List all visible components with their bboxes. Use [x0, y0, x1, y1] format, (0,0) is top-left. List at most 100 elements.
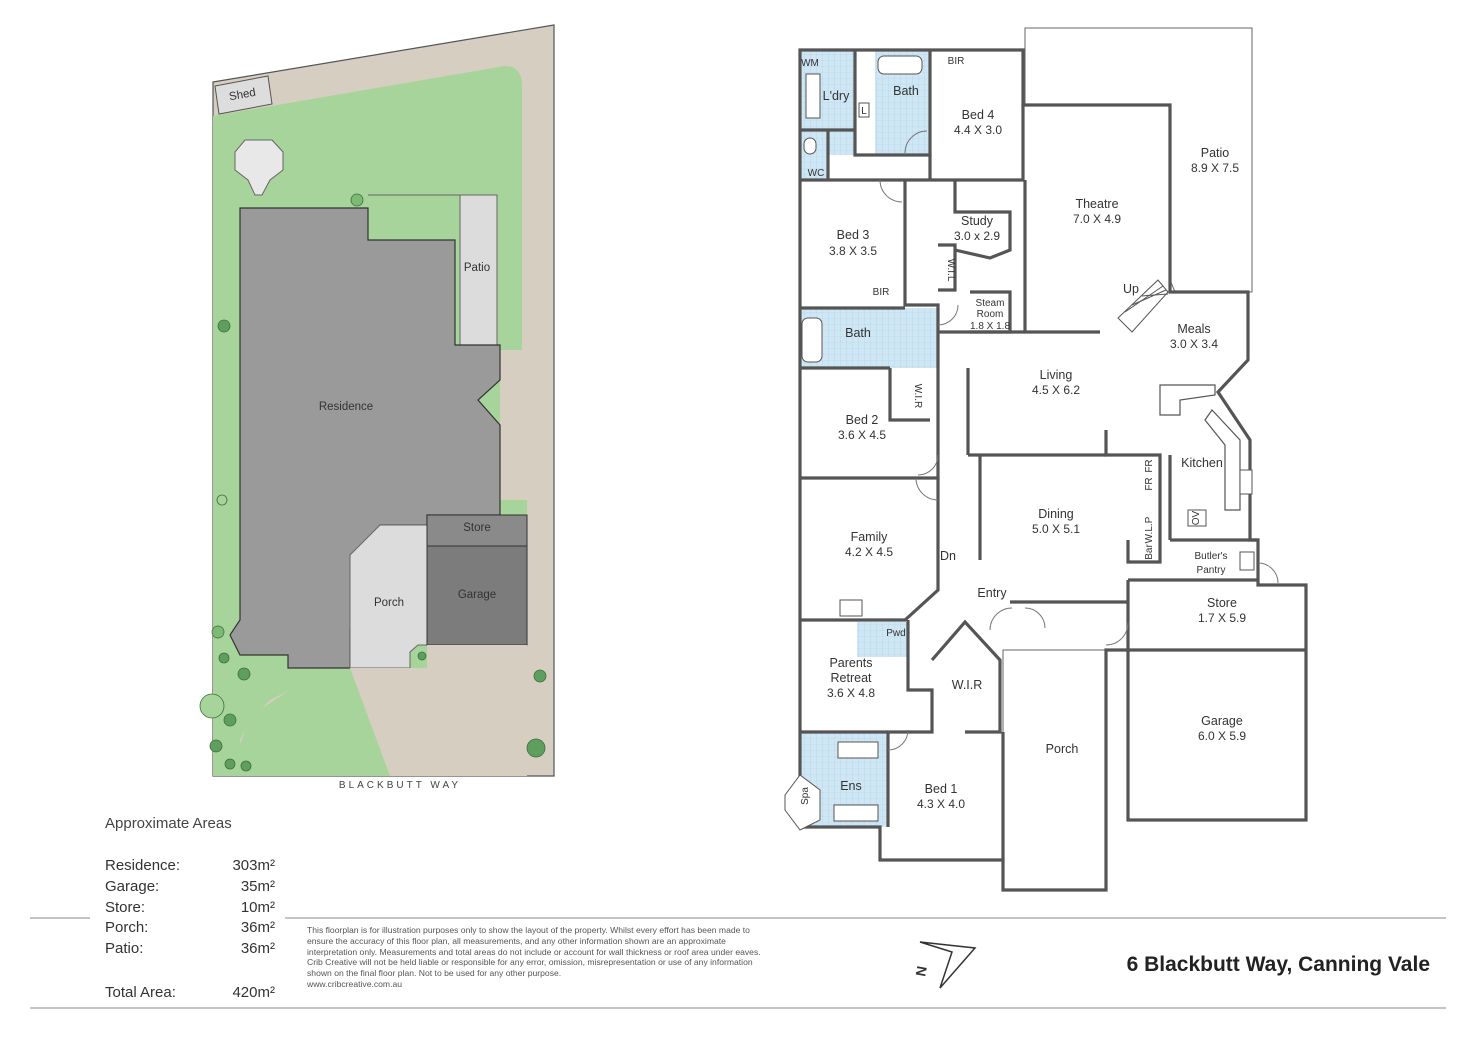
powder-room-label: Pwd — [886, 628, 905, 639]
store-size: 1.7 X 5.9 — [1198, 611, 1246, 625]
disclaimer: This floorplan is for illustration purpo… — [307, 925, 777, 990]
area-value: 36m² — [240, 919, 275, 936]
plan-annotations: Up Dn Entry Pwd FR FR W.L.P Bar OV WM L — [801, 58, 1202, 639]
walk-in-pantry-label: W.L.P — [1144, 516, 1155, 543]
study-size: 3.0 x 2.9 — [954, 229, 1000, 243]
butlers-label: Butler's — [1194, 551, 1227, 562]
bed2-label: Bed 2 — [846, 413, 879, 427]
driveway — [350, 645, 527, 776]
disclaimer-text: This floorplan is for illustration purpo… — [307, 925, 761, 979]
oven-label: OV — [1191, 510, 1202, 525]
theatre-size: 7.0 X 4.9 — [1073, 212, 1121, 226]
bir-mid-label: BIR — [873, 287, 890, 298]
washing-machine-label: WM — [801, 58, 819, 69]
family-label: Family — [851, 530, 889, 544]
site-store-label: Store — [463, 522, 491, 534]
wil-label: W.I.L — [945, 259, 956, 282]
linen-label: L — [861, 106, 867, 117]
side-path — [500, 350, 522, 500]
bir-top-label: BIR — [948, 56, 965, 67]
porch-slab — [1002, 649, 1107, 891]
fixtures — [784, 55, 1255, 831]
laundry-label: L'dry — [823, 89, 850, 103]
gazebo — [234, 139, 284, 196]
area-value: 10m² — [240, 899, 275, 916]
website-link[interactable]: www.cribcreative.com.au — [307, 978, 403, 989]
door-swings — [879, 130, 1279, 751]
bath-mid-tiles — [800, 308, 938, 368]
site-garage-label: Garage — [458, 589, 496, 601]
bed1-label: Bed 1 — [925, 782, 958, 796]
walls — [798, 48, 1308, 892]
theatre-label: Theatre — [1075, 197, 1118, 211]
site-plan: Shed Patio Residence Store Garage Porch — [199, 24, 555, 777]
trees — [199, 193, 547, 772]
bar-label: Bar — [1144, 544, 1155, 560]
bath-top-label: Bath — [893, 84, 919, 98]
entry-label: Entry — [977, 586, 1007, 600]
garage-label: Garage — [1201, 714, 1243, 728]
bed1-size: 4.3 X 4.0 — [917, 797, 965, 811]
living-label: Living — [1040, 368, 1073, 382]
ens-label: Ens — [840, 779, 862, 793]
wc-tiles — [800, 130, 828, 180]
garage-size: 6.0 X 5.9 — [1198, 729, 1246, 743]
living-size: 4.5 X 6.2 — [1032, 383, 1080, 397]
family-size: 4.2 X 4.5 — [845, 545, 893, 559]
stairs — [1117, 279, 1169, 333]
porch-label: Porch — [1046, 742, 1079, 756]
fridge-label-2: FR — [1144, 459, 1155, 472]
north-arrow-icon: N — [912, 941, 977, 989]
wir-mid-label: W.I.R — [912, 384, 923, 408]
steam-label-2: Room — [977, 309, 1004, 320]
area-value: 303m² — [232, 857, 275, 874]
area-label: Store: — [105, 899, 146, 916]
site-patio-label: Patio — [464, 262, 490, 274]
areas-title: Approximate Areas — [105, 815, 232, 832]
bed3-size: 3.8 X 3.5 — [829, 244, 877, 258]
spa-label: Spa — [800, 787, 811, 805]
meals-label: Meals — [1177, 322, 1210, 336]
bed4-label: Bed 4 — [962, 108, 995, 122]
street-name: BLACKBUTT WAY — [338, 780, 462, 791]
study-label: Study — [961, 214, 994, 228]
patio-label: Patio — [1201, 146, 1230, 160]
bath-mid-label: Bath — [845, 326, 871, 340]
area-value: 36m² — [240, 940, 275, 957]
kitchen-bench — [1159, 384, 1241, 511]
dining-label: Dining — [1038, 507, 1073, 521]
garage-shape — [426, 545, 528, 646]
pwd-tiles — [857, 622, 907, 657]
area-label: Garage: — [105, 878, 160, 895]
meals-size: 3.0 X 3.4 — [1170, 337, 1218, 351]
total-label: Total Area: — [105, 984, 176, 1001]
area-label: Patio: — [105, 940, 144, 957]
steam-size: 1.8 X 1.8 — [970, 321, 1010, 332]
wc-label: WC — [808, 168, 825, 179]
area-value: 35m² — [240, 878, 275, 895]
dining-size: 5.0 X 5.1 — [1032, 522, 1080, 536]
shed-shape — [214, 75, 273, 115]
fridge-label-1: FR — [1144, 477, 1155, 490]
parents-label: Parents — [829, 656, 872, 670]
bed2-size: 3.6 X 4.5 — [838, 428, 886, 442]
property-address: 6 Blackbutt Way, Canning Vale — [1126, 953, 1430, 976]
stairs-up-label: Up — [1123, 282, 1139, 296]
site-porch-label: Porch — [374, 597, 404, 609]
parents-label-2: Retreat — [831, 671, 873, 685]
store-label: Store — [1207, 596, 1237, 610]
area-label: Porch: — [105, 919, 149, 936]
bed3-label: Bed 3 — [837, 228, 870, 242]
residence-label: Residence — [319, 401, 373, 413]
patio-size: 8.9 X 7.5 — [1191, 161, 1239, 175]
area-label: Residence: — [105, 857, 181, 874]
total-value: 420m² — [232, 984, 275, 1001]
patio-slab — [1024, 27, 1253, 293]
bed4-size: 4.4 X 3.0 — [954, 123, 1002, 137]
stairs-down-label: Dn — [940, 549, 956, 563]
footer-rules — [30, 917, 1446, 1009]
butlers-label-2: Pantry — [1197, 565, 1226, 576]
north-letter: N — [912, 965, 930, 978]
room-labels: L'dry Bath BIR WC Bed 4 4.4 X 3.0 Patio … — [800, 56, 1246, 811]
